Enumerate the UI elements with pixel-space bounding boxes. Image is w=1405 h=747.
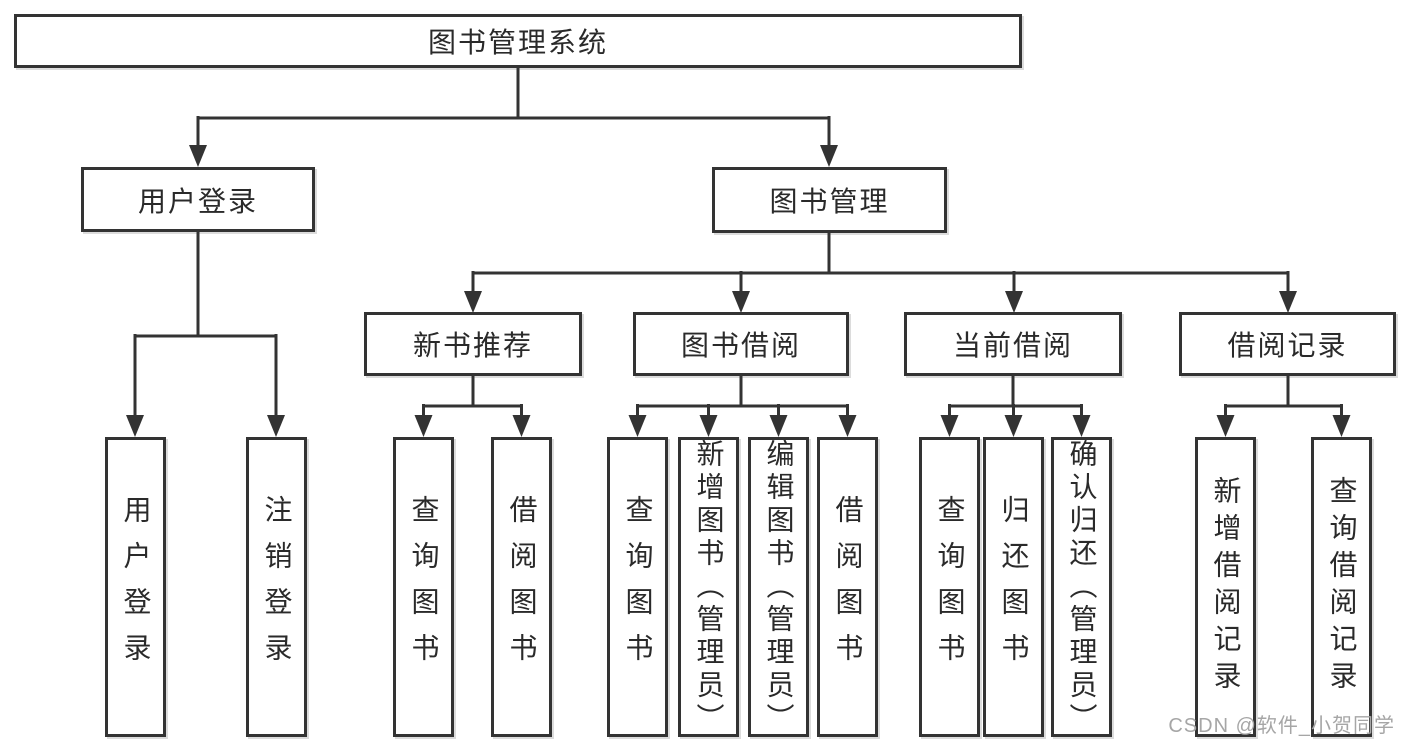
connector-current-borrow-to-leaves xyxy=(940,376,1091,437)
connector-user-login-to-leaves xyxy=(126,232,285,437)
arrow-down-icon xyxy=(414,415,433,437)
node-leaf-confirm-return-admin: 确认归还（管理员） xyxy=(1051,437,1112,737)
arrow-down-icon xyxy=(1004,415,1023,437)
node-user-login: 用户登录 xyxy=(81,167,315,232)
node-new-book-recommend-label: 新书推荐 xyxy=(412,330,533,361)
node-leaf-add-borrow-record-label: 新增借阅记录 xyxy=(1210,476,1242,698)
node-book-borrow: 图书借阅 xyxy=(633,312,849,376)
node-leaf-query-borrow-record-label: 查询借阅记录 xyxy=(1326,476,1358,698)
node-book-management: 图书管理 xyxy=(712,167,947,233)
node-book-management-label: 图书管理 xyxy=(769,186,890,217)
node-current-borrow: 当前借阅 xyxy=(904,312,1122,376)
csdn-watermark: CSDN @软件_小贺同学 xyxy=(1168,715,1395,737)
node-library-system-label: 图书管理系统 xyxy=(427,27,608,58)
node-leaf-borrow-book-label: 借阅图书 xyxy=(832,495,864,679)
node-leaf-borrow-book: 借阅图书 xyxy=(817,437,878,737)
arrow-down-icon xyxy=(699,415,718,437)
node-leaf-query-book-current-label: 查询图书 xyxy=(934,495,966,679)
node-book-borrow-label: 图书借阅 xyxy=(680,330,801,361)
node-leaf-edit-book-admin-label: 编辑图书（管理员） xyxy=(763,438,795,736)
connector-book-management-to-level3 xyxy=(464,233,1297,313)
node-borrow-record: 借阅记录 xyxy=(1179,312,1396,376)
arrow-down-icon xyxy=(126,415,144,437)
connector-new-book-to-leaves xyxy=(414,376,531,437)
node-leaf-return-book-label: 归还图书 xyxy=(998,495,1030,679)
node-borrow-record-label: 借阅记录 xyxy=(1227,330,1348,361)
arrow-down-icon xyxy=(820,145,838,167)
arrow-down-icon xyxy=(267,415,285,437)
node-leaf-query-borrow-record: 查询借阅记录 xyxy=(1311,437,1372,737)
node-current-borrow-label: 当前借阅 xyxy=(952,330,1073,361)
node-leaf-add-borrow-record: 新增借阅记录 xyxy=(1195,437,1256,737)
arrow-down-icon xyxy=(1005,291,1023,313)
node-leaf-query-book-current: 查询图书 xyxy=(919,437,980,737)
node-leaf-user-login: 用户登录 xyxy=(105,437,166,737)
node-leaf-user-login-label: 用户登录 xyxy=(120,495,152,679)
arrow-down-icon xyxy=(464,291,482,313)
arrow-down-icon xyxy=(940,415,959,437)
node-leaf-confirm-return-admin-label: 确认归还（管理员） xyxy=(1066,438,1098,736)
connector-book-borrow-to-leaves xyxy=(628,376,857,437)
node-leaf-query-book-borrow-label: 查询图书 xyxy=(622,495,654,679)
arrow-down-icon xyxy=(1072,415,1091,437)
node-leaf-logout: 注销登录 xyxy=(246,437,307,737)
arrow-down-icon xyxy=(512,415,531,437)
node-leaf-borrow-book-recommend: 借阅图书 xyxy=(491,437,552,737)
node-leaf-return-book: 归还图书 xyxy=(983,437,1044,737)
arrow-down-icon xyxy=(1332,415,1351,437)
arrow-down-icon xyxy=(732,291,750,313)
arrow-down-icon xyxy=(1279,291,1297,313)
connector-root-to-level2 xyxy=(189,68,838,167)
node-leaf-query-book-recommend: 查询图书 xyxy=(393,437,454,737)
node-leaf-edit-book-admin: 编辑图书（管理员） xyxy=(748,437,809,737)
arrow-down-icon xyxy=(838,415,857,437)
node-leaf-logout-label: 注销登录 xyxy=(261,495,293,679)
node-leaf-query-book-recommend-label: 查询图书 xyxy=(408,495,440,679)
arrow-down-icon xyxy=(189,145,207,167)
node-new-book-recommend: 新书推荐 xyxy=(364,312,582,376)
node-leaf-query-book-borrow: 查询图书 xyxy=(607,437,668,737)
node-leaf-borrow-book-recommend-label: 借阅图书 xyxy=(506,495,538,679)
arrow-down-icon xyxy=(1216,415,1235,437)
arrow-down-icon xyxy=(628,415,647,437)
connector-borrow-record-to-leaves xyxy=(1216,376,1351,437)
arrow-down-icon xyxy=(769,415,788,437)
node-library-system: 图书管理系统 xyxy=(14,14,1022,68)
node-leaf-add-book-admin-label: 新增图书（管理员） xyxy=(693,438,725,736)
node-leaf-add-book-admin: 新增图书（管理员） xyxy=(678,437,739,737)
node-user-login-label: 用户登录 xyxy=(137,185,258,217)
